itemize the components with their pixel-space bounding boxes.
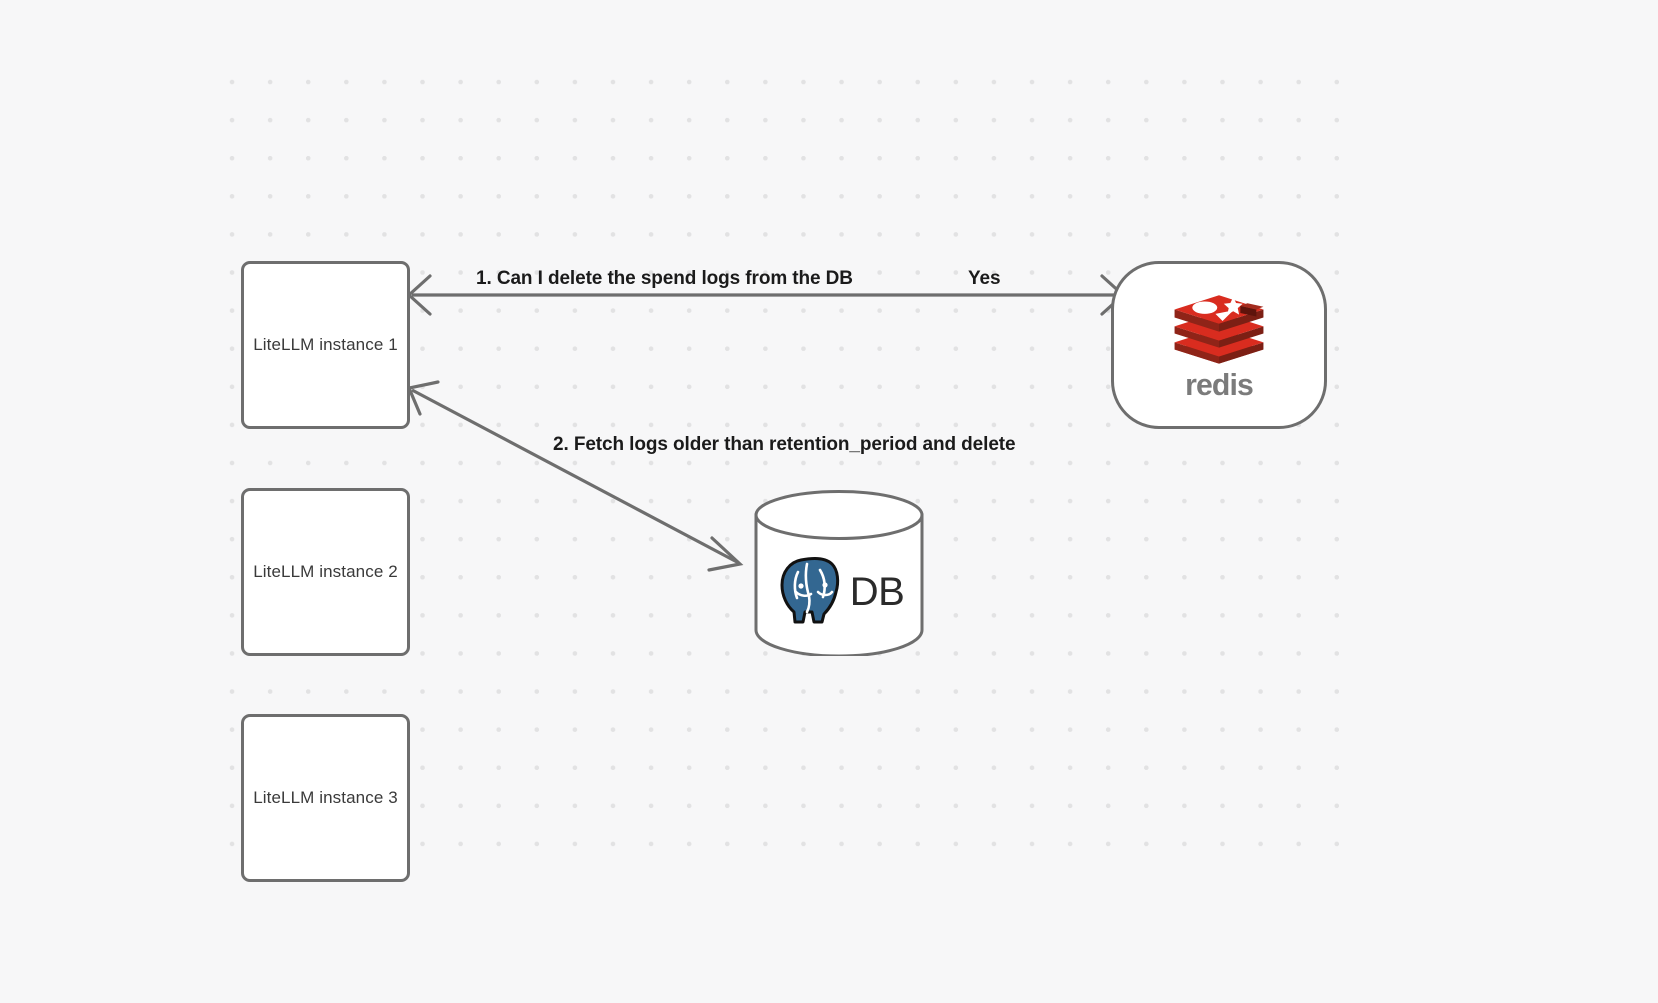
node-litellm-instance-3[interactable]: LiteLLM instance 3 [241, 714, 410, 882]
node-label: LiteLLM instance 1 [253, 335, 398, 354]
redis-logo-icon: redis [1163, 289, 1275, 401]
svg-text:redis: redis [1185, 371, 1253, 401]
redis-wordmark: redis [1185, 371, 1254, 401]
node-database[interactable]: DB [753, 489, 925, 656]
edge-litellm1-database [406, 380, 744, 572]
node-redis[interactable]: redis [1111, 261, 1327, 429]
node-litellm-instance-1[interactable]: LiteLLM instance 1 [241, 261, 410, 429]
edge-label-step-1: 1. Can I delete the spend logs from the … [476, 268, 853, 289]
database-label: DB [849, 569, 905, 614]
edge-label-step-2: 2. Fetch logs older than retention_perio… [553, 434, 1016, 455]
node-litellm-instance-2[interactable]: LiteLLM instance 2 [241, 488, 410, 656]
postgresql-elephant-icon [774, 552, 848, 631]
node-label: LiteLLM instance 2 [253, 562, 398, 581]
node-label: LiteLLM instance 3 [253, 788, 398, 807]
edge-label-yes: Yes [968, 268, 1001, 289]
